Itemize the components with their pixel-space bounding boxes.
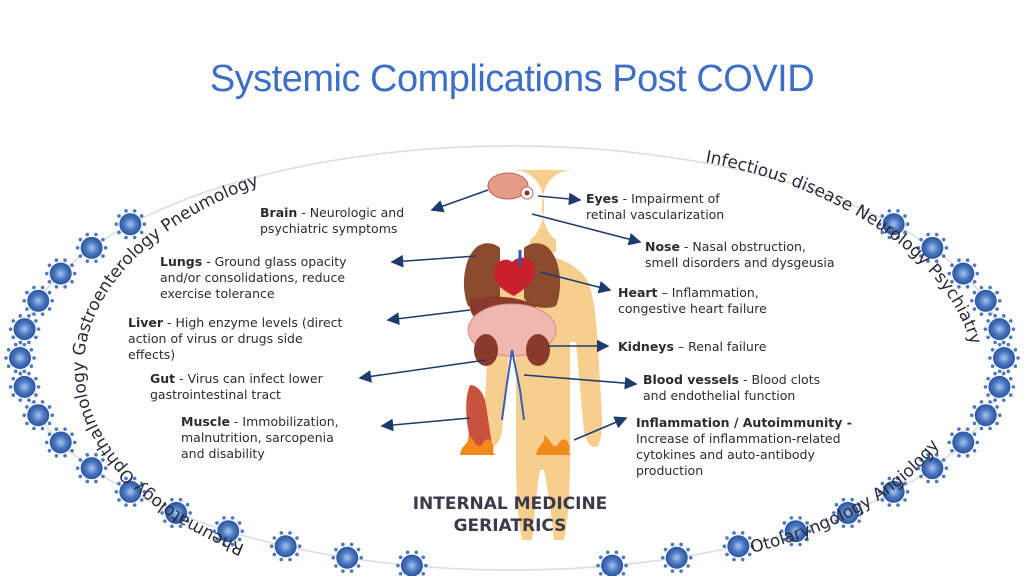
label-eyes: Eyes - Impairment of retinal vasculariza… [586, 191, 724, 222]
virus-icon [969, 285, 1002, 316]
label-heart: Heart – Inflammation, congestive heart f… [618, 285, 767, 316]
virus-icon [969, 400, 1002, 431]
label-nose: Nose - Nasal obstruction, smell disorder… [645, 239, 835, 270]
virus-icon [983, 371, 1016, 402]
virus-icon [722, 531, 755, 562]
virus-icon [44, 427, 77, 458]
virus-icon [75, 453, 108, 484]
virus-icon [8, 371, 41, 402]
virus-icon [947, 427, 980, 458]
virus-icon [779, 516, 812, 547]
virus-icon [22, 400, 55, 431]
virus-icon [916, 232, 949, 263]
page-title: Systemic Complications Post COVID [209, 58, 815, 100]
virus-icon [44, 258, 77, 289]
virus-icon [396, 550, 428, 576]
virus-icon [22, 285, 55, 316]
virus-icon [4, 342, 36, 374]
virus-icon [832, 497, 864, 529]
virus-icon [114, 476, 147, 507]
virus-icon [916, 453, 949, 484]
human-body [460, 170, 602, 540]
label-lungs: Lungs - Ground glass opacity and/or cons… [160, 254, 351, 301]
label-liver: Liver - High enzyme levels (direct actio… [128, 315, 346, 362]
footer-internal-medicine: INTERNAL MEDICINE [413, 494, 608, 514]
virus-icon [212, 516, 245, 547]
virus-icon [331, 542, 364, 573]
virus-icon [983, 314, 1016, 345]
footer-geriatrics: GERIATRICS [454, 516, 567, 536]
virus-icon [114, 209, 147, 240]
label-blood-vessels: Blood vessels - Blood clots and endothel… [643, 372, 824, 403]
virus-icon [8, 314, 41, 345]
virus-icon [160, 497, 192, 529]
virus-icon [877, 476, 910, 507]
label-muscle: Muscle - Immobilization, malnutrition, s… [181, 414, 343, 461]
label-inflammation: Inflammation / Autoimmunity - Increase o… [636, 415, 856, 478]
virus-icon [877, 209, 910, 240]
label-kidneys: Kidneys – Renal failure [618, 339, 767, 354]
virus-icon [988, 342, 1020, 374]
label-brain: Brain - Neurologic and psychiatric sympt… [260, 205, 408, 236]
virus-icon [596, 550, 628, 576]
virus-icon [75, 232, 108, 263]
label-gut: Gut - Virus can infect lower gastrointes… [150, 371, 327, 402]
virus-icon [660, 542, 693, 573]
connector-arrows [358, 189, 642, 441]
virus-ring [4, 209, 1020, 576]
virus-icon [947, 258, 980, 289]
virus-icon [269, 531, 302, 562]
